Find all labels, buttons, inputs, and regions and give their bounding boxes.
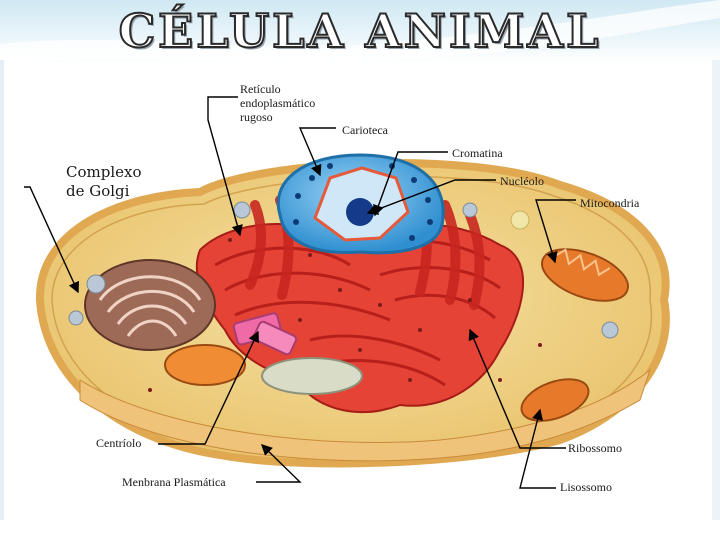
- label-golgi: Complexo de Golgi: [66, 163, 142, 201]
- label-membrana: Menbrana Plasmática: [122, 475, 226, 489]
- nucleus: [278, 155, 443, 253]
- golgi-apparatus: [85, 260, 215, 350]
- label-nucleolo: Nucléolo: [500, 174, 544, 188]
- label-reticulo: Retículo endoplasmático rugoso: [240, 82, 315, 124]
- page-title: CÉLULA ANIMAL: [0, 4, 720, 58]
- label-lisossomo: Lisossomo: [560, 480, 612, 494]
- label-centriolo: Centríolo: [96, 436, 141, 450]
- label-carioteca: Carioteca: [342, 123, 388, 137]
- label-mitocondria: Mitocondria: [580, 196, 639, 210]
- image-border-right: [712, 60, 720, 520]
- label-ribossomo: Ribossomo: [568, 441, 622, 455]
- label-cromatina: Cromatina: [452, 146, 503, 160]
- image-border-left: [0, 60, 4, 520]
